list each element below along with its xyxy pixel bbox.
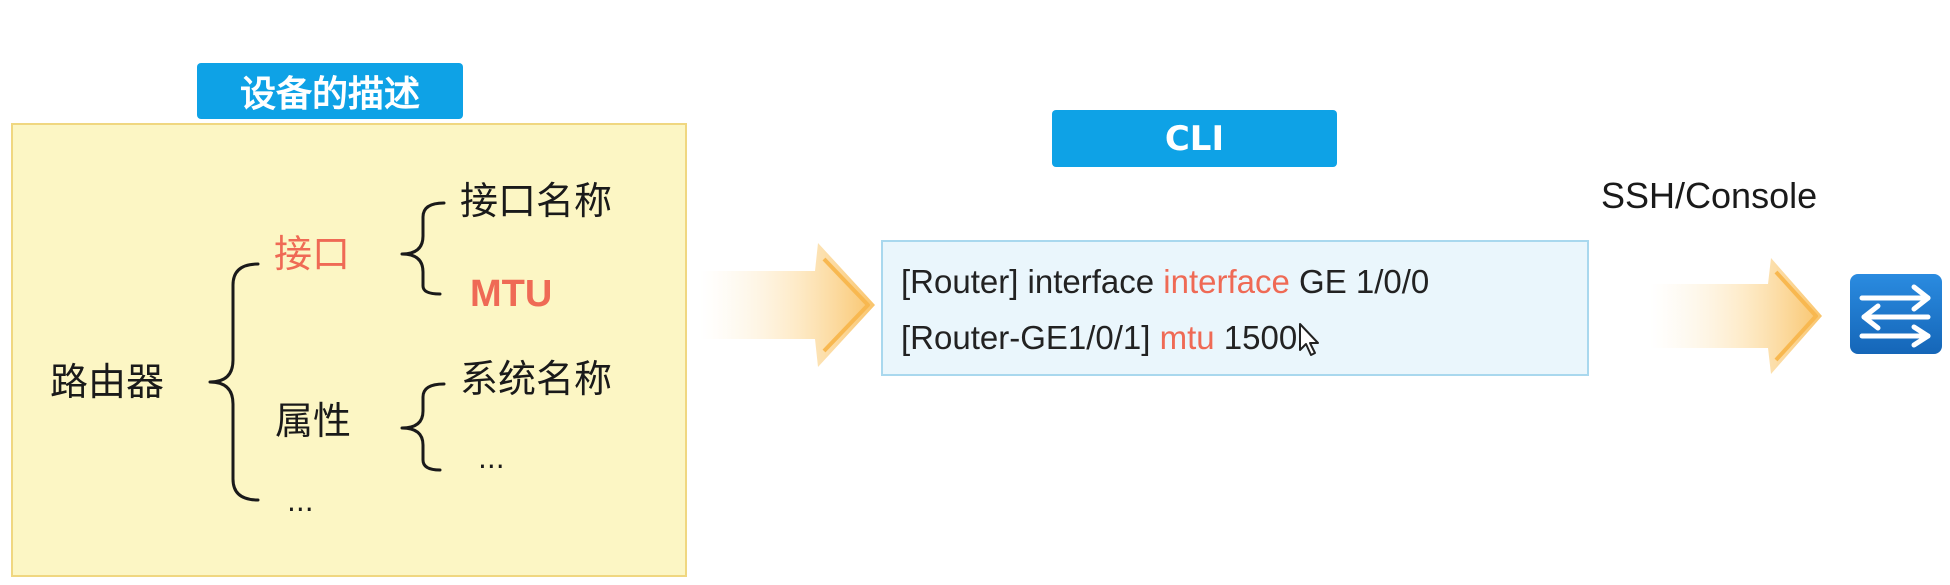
cli-line-1-keyword: interface (1163, 263, 1290, 300)
tree-node-router: 路由器 (50, 360, 165, 404)
tree-node-mtu: MTU (470, 273, 553, 315)
attribute-brace (400, 382, 446, 472)
device-description-box (11, 123, 687, 577)
cli-line-1-suffix: GE 1/0/0 (1289, 263, 1430, 300)
tree-node-root-more: ... (287, 485, 314, 518)
cli-line-2-keyword: mtu (1159, 319, 1215, 356)
cli-line-2-suffix: 1500 (1214, 319, 1298, 356)
tree-node-interface-name: 接口名称 (460, 179, 613, 223)
tree-node-system-name: 系统名称 (460, 357, 613, 401)
tree-node-attribute: 属性 (275, 399, 352, 443)
cli-command-box: [Router] interface interface GE 1/0/0 [R… (881, 240, 1589, 376)
cli-line-2-prefix: [Router-GE1/0/1] (901, 319, 1160, 356)
cli-line-1-prefix: [Router] interface (901, 263, 1164, 300)
flow-arrow-1 (700, 243, 875, 367)
flow-arrow-2 (1650, 258, 1822, 374)
mouse-pointer-icon (1299, 323, 1319, 356)
connection-label: SSH/Console (1601, 175, 1818, 216)
tree-node-attribute-more: ... (478, 442, 505, 475)
cli-tag: CLI (1052, 110, 1337, 167)
tree-node-interface: 接口 (274, 232, 351, 276)
switch-arrows-icon (1850, 274, 1942, 354)
interface-brace (400, 201, 446, 296)
cli-line-1: [Router] interface interface GE 1/0/0 (901, 264, 1587, 320)
device-description-tag: 设备的描述 (197, 63, 463, 119)
root-brace (208, 262, 260, 502)
cli-line-2: [Router-GE1/0/1] mtu 1500 (901, 320, 1587, 376)
tree-brackets (208, 201, 446, 502)
